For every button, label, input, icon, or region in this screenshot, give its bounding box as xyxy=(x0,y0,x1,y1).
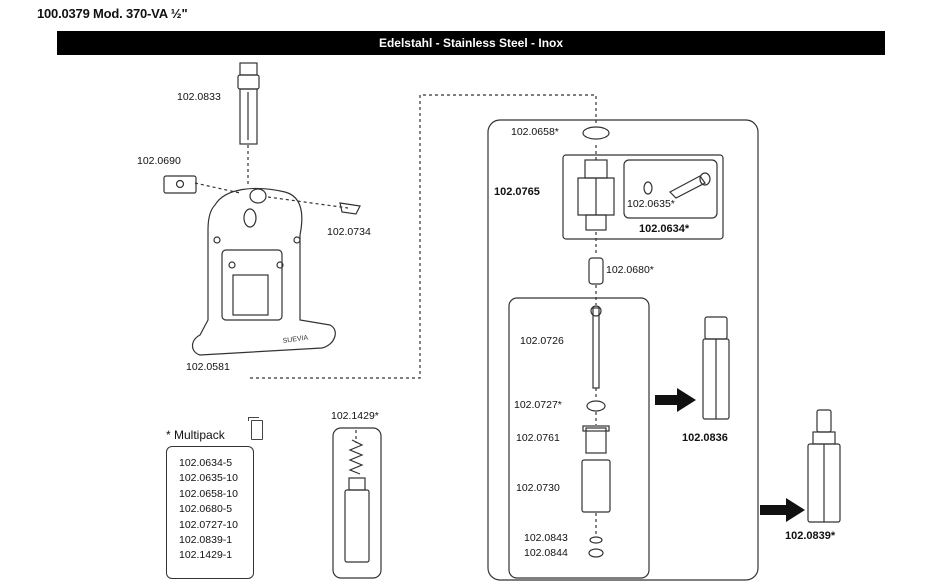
part-label-102-0833: 102.0833 xyxy=(177,91,221,103)
part-label-102-0634: 102.0634* xyxy=(639,223,690,235)
part-label-102-0581: 102.0581 xyxy=(186,361,230,373)
list-item: 102.1429-1 xyxy=(179,549,233,562)
part-label-102-0658: 102.0658* xyxy=(511,126,559,138)
part-label-102-0843: 102.0843 xyxy=(524,532,568,544)
multipack-icon xyxy=(248,417,263,440)
part-label-102-0727: 102.0727* xyxy=(514,399,562,411)
part-label-102-0680: 102.0680* xyxy=(606,264,654,276)
list-item: 102.0658-10 xyxy=(179,487,238,500)
part-label-102-0726: 102.0726 xyxy=(520,335,564,347)
part-label-102-0839: 102.0839* xyxy=(785,530,836,542)
part-label-102-0761: 102.0761 xyxy=(516,432,560,444)
page-title: 100.0379 Mod. 370-VA ½" xyxy=(37,6,188,21)
multipack-box xyxy=(166,446,254,579)
multipack-list: 102.0634-5 102.0635-10 102.0658-10 102.0… xyxy=(179,456,238,564)
list-item: 102.0634-5 xyxy=(179,457,233,469)
part-label-102-0730: 102.0730 xyxy=(516,482,560,494)
part-label-102-0690: 102.0690 xyxy=(137,155,181,167)
material-banner: Edelstahl - Stainless Steel - Inox xyxy=(57,31,885,55)
part-label-102-0635: 102.0635* xyxy=(627,198,675,210)
part-label-102-0734: 102.0734 xyxy=(327,226,371,238)
part-label-102-0765: 102.0765 xyxy=(494,186,540,198)
part-label-102-0844: 102.0844 xyxy=(524,547,568,559)
list-item: 102.0680-5 xyxy=(179,503,233,516)
part-label-102-0836: 102.0836 xyxy=(682,432,728,444)
part-label-102-1429: 102.1429* xyxy=(331,410,379,422)
list-item: 102.0839-1 xyxy=(179,534,233,547)
list-item: 102.0727-10 xyxy=(179,518,238,531)
multipack-heading: * Multipack xyxy=(166,428,225,442)
bowl-brand-label: SUEVIA xyxy=(282,334,309,345)
list-item: 102.0635-10 xyxy=(179,472,238,485)
